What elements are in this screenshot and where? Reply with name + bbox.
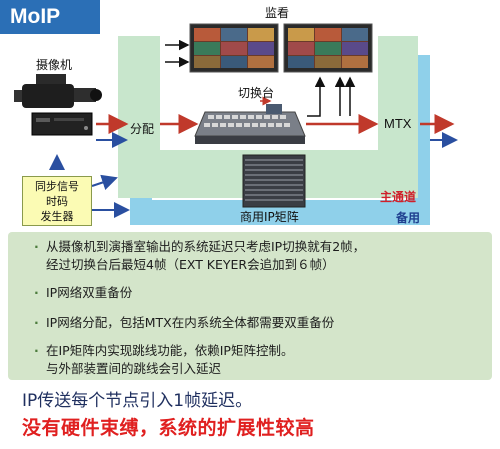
monitor-screen-left: [189, 23, 279, 73]
monitor-label: 监看: [265, 6, 290, 20]
moip-diagram: [14, 23, 458, 225]
bullet-item: ·IP网络分配，包括MTX在内系统全体都需要双重备份: [34, 315, 335, 330]
bullet-dot: ·: [34, 315, 39, 330]
sync-line-1: 同步信号: [35, 180, 79, 193]
camera-label: 摄像机: [36, 58, 73, 72]
sync-line-3: 发生器: [40, 210, 74, 223]
main-path: [118, 36, 418, 198]
monitor-feed-arrows: [165, 39, 356, 117]
bullet-item: ·在IP矩阵内实现跳线功能，依赖IP矩阵控制。 与外部装置间的跳线会引入延迟: [34, 343, 294, 376]
backup-signal-arrows: [49, 132, 458, 218]
monitor-screen-right: [283, 23, 373, 73]
switcher-label: 切换台: [238, 86, 275, 100]
bullet-item: ·IP网络双重备份: [34, 285, 133, 300]
ip-matrix-label: 商用IP矩阵: [240, 210, 299, 224]
bullet-dot: ·: [34, 285, 39, 300]
summary-line-1: IP传送每个节点引入1帧延迟。: [22, 391, 253, 411]
summary-line-2: 没有硬件束缚，系统的扩展性较高: [22, 417, 315, 439]
switcher-console: [194, 104, 306, 144]
camera-icon: [14, 74, 102, 108]
sync-generator-box: 同步信号 时码 发生器: [22, 176, 92, 226]
page-title: MoIP: [0, 0, 100, 34]
mtx-label: MTX: [384, 116, 412, 131]
split-label: 分配: [130, 122, 155, 136]
bullet-dot: ·: [34, 343, 39, 358]
sync-line-2: 时码: [46, 195, 68, 208]
backup-label: 备用: [396, 211, 421, 225]
camera-control-unit-icon: [31, 112, 93, 136]
bullet-item: ·从摄像机到演播室输出的系统延迟只考虑IP切换就有2帧， 经过切换台后最短4帧（…: [34, 239, 366, 272]
bullet-dot: ·: [34, 239, 39, 254]
main-channel-label: 主通道: [380, 190, 417, 204]
notes-panel: ·从摄像机到演播室输出的系统延迟只考虑IP切换就有2帧， 经过切换台后最短4帧（…: [8, 232, 492, 380]
ip-matrix-rack: [242, 154, 306, 208]
